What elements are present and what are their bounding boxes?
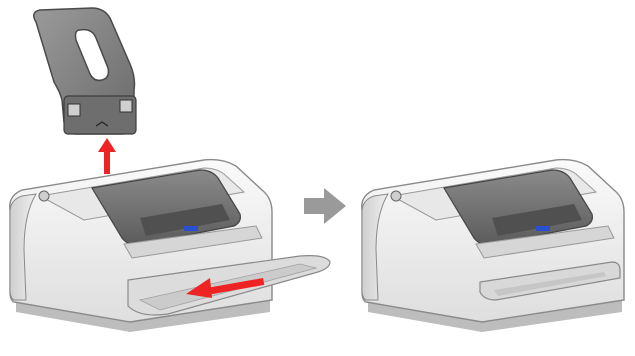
gray-right-arrow-icon — [304, 188, 346, 224]
red-up-arrow-icon — [98, 138, 116, 174]
blue-indicator-icon — [184, 226, 198, 231]
paper-support — [34, 8, 136, 134]
blue-indicator-icon — [536, 226, 550, 231]
printer-before — [10, 160, 330, 332]
printer-after — [362, 160, 624, 332]
